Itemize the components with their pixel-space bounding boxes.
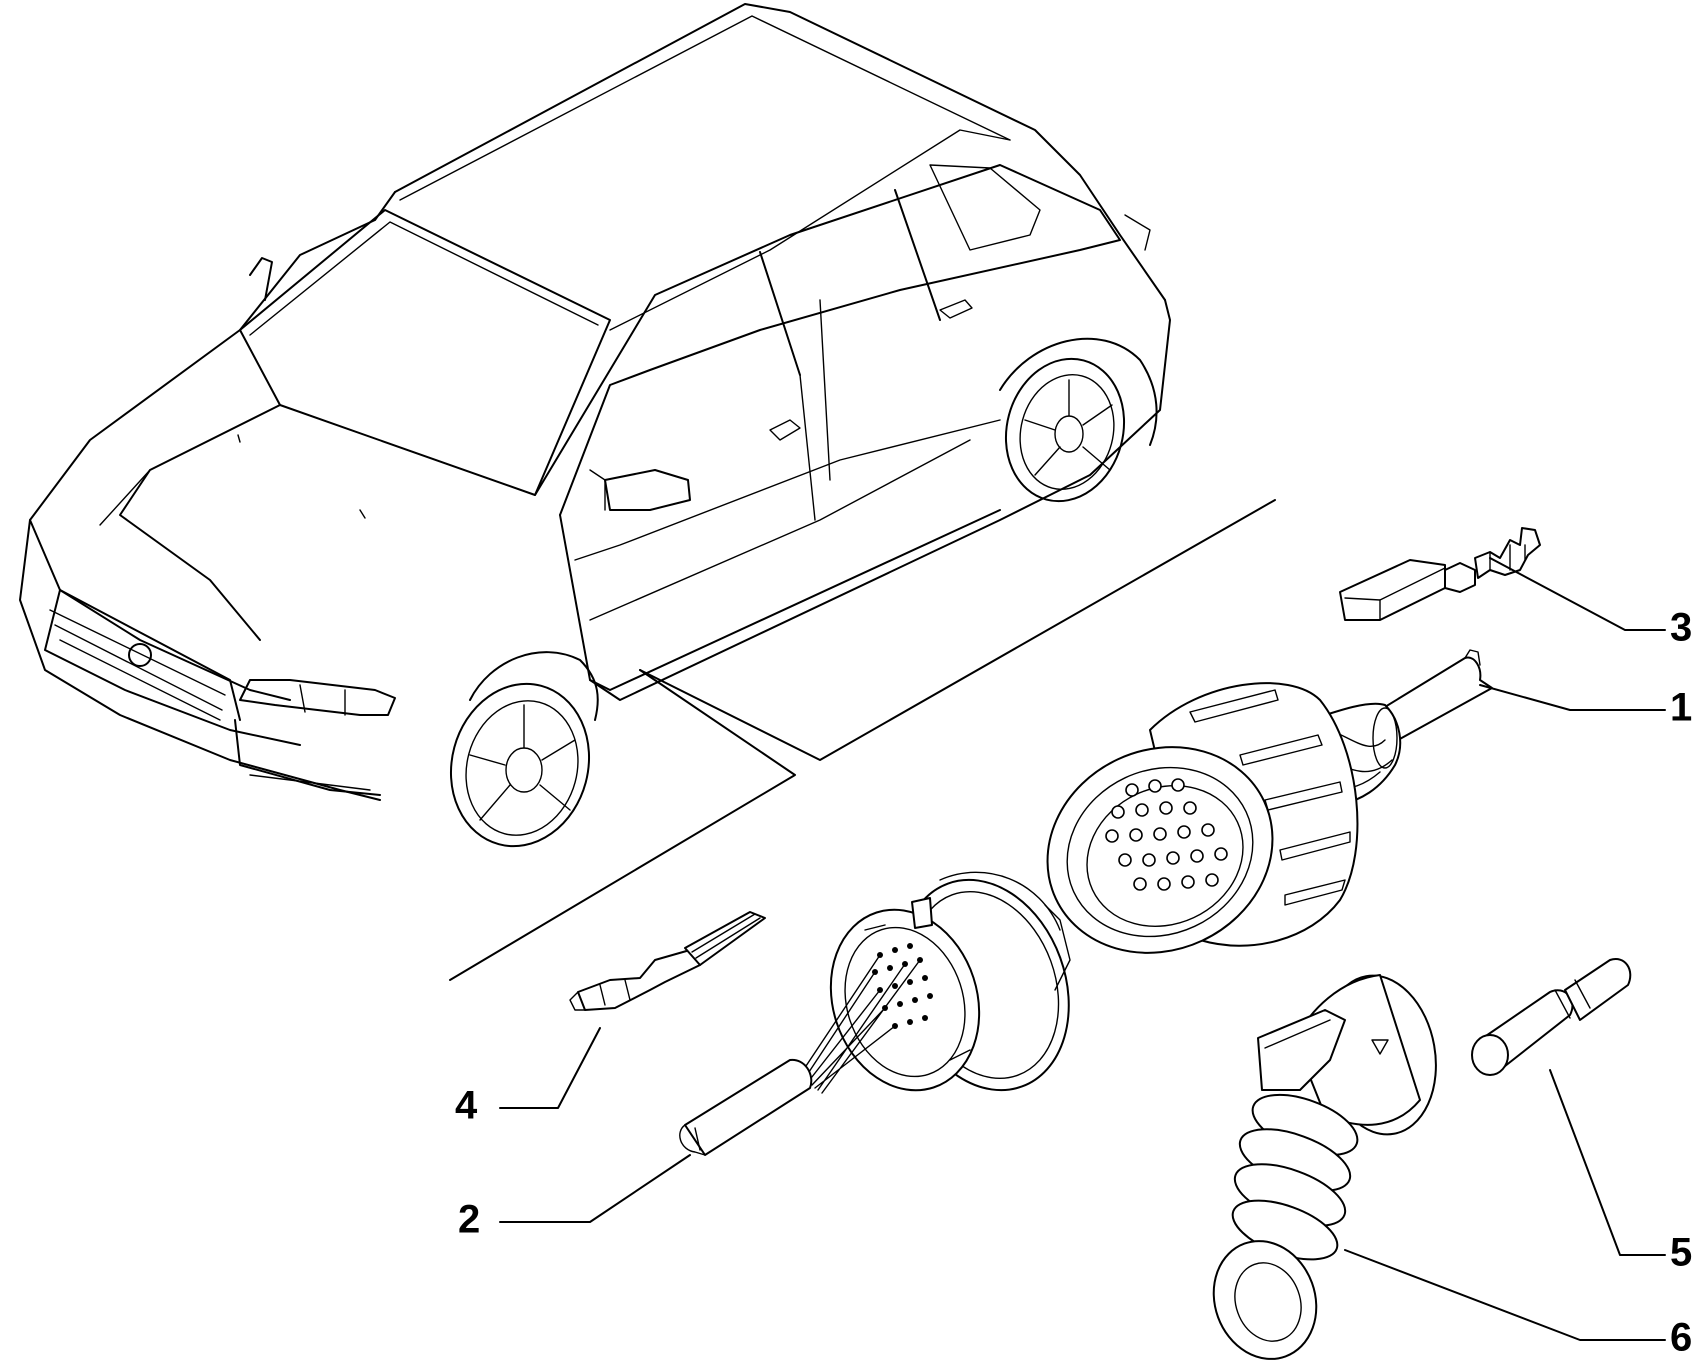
connector-pins bbox=[1105, 778, 1228, 891]
leader-2 bbox=[499, 1154, 691, 1223]
leader-6 bbox=[1344, 1249, 1666, 1341]
car-illustration bbox=[19, 3, 1171, 848]
part-2-connector bbox=[679, 871, 1071, 1156]
leader-3 bbox=[1489, 557, 1666, 631]
callout-2: 2 bbox=[458, 1198, 480, 1242]
callout-3: 3 bbox=[1670, 606, 1692, 650]
callout-6: 6 bbox=[1670, 1316, 1692, 1360]
part-1-connector bbox=[1046, 649, 1493, 954]
callout-labels: 3 1 4 2 5 6 bbox=[455, 606, 1692, 1360]
part-3-terminal bbox=[1339, 527, 1541, 621]
part-6-grommet bbox=[1212, 974, 1437, 1360]
callout-1: 1 bbox=[1670, 686, 1692, 730]
location-lines bbox=[449, 499, 1276, 981]
callout-5: 5 bbox=[1670, 1231, 1692, 1275]
callout-4: 4 bbox=[455, 1084, 478, 1128]
leader-1 bbox=[1479, 684, 1666, 711]
leader-4 bbox=[499, 1027, 601, 1109]
callout-leaders bbox=[499, 557, 1666, 1341]
part-5-plug bbox=[1471, 958, 1632, 1076]
part-4-terminal bbox=[569, 911, 766, 1011]
leader-5 bbox=[1549, 1069, 1666, 1256]
